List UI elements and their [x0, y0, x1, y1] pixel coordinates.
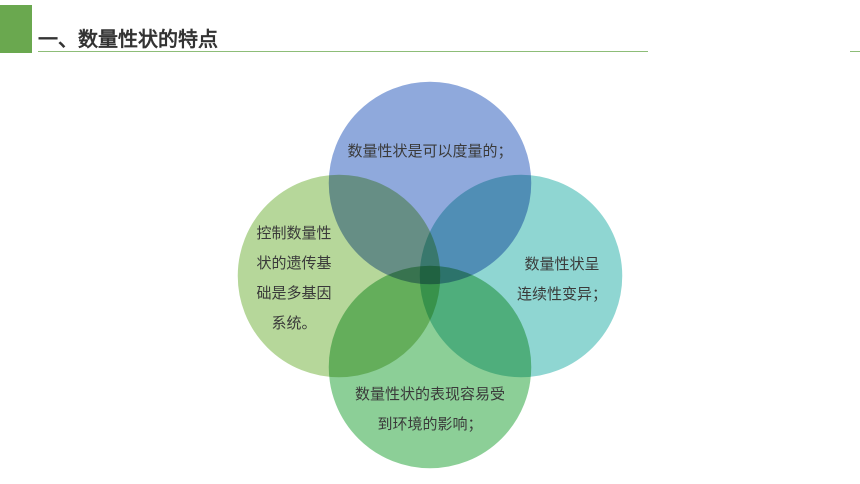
- right-edge-rule: [850, 51, 860, 52]
- label-right-line1: 数量性状呈: [524, 255, 600, 273]
- label-top-measurable: 数量性状是可以度量的；: [341, 136, 519, 166]
- label-left-polygenic: 控制数量性 状的遗传基 础是多基因 系统。: [248, 218, 340, 338]
- label-left-line1: 控制数量性: [256, 224, 332, 242]
- label-bottom-line1: 数量性状的表现容易受: [354, 385, 505, 403]
- label-left-line4: 系统。: [271, 314, 317, 332]
- label-right-line2: 连续性变异；: [516, 285, 607, 303]
- slide-title: 一、数量性状的特点: [38, 27, 218, 51]
- title-accent-block: [0, 5, 32, 53]
- label-right-continuous: 数量性状呈 连续性变异；: [512, 249, 612, 309]
- label-bottom-line2: 到环境的影响；: [377, 415, 483, 433]
- venn-circle-bottom: [327, 264, 533, 470]
- label-left-line3: 础是多基因: [256, 284, 332, 302]
- label-bottom-environment: 数量性状的表现容易受 到环境的影响；: [335, 379, 525, 439]
- label-top-text: 数量性状是可以度量的；: [347, 142, 513, 160]
- label-left-line2: 状的遗传基: [256, 254, 332, 272]
- title-underline: [38, 51, 648, 52]
